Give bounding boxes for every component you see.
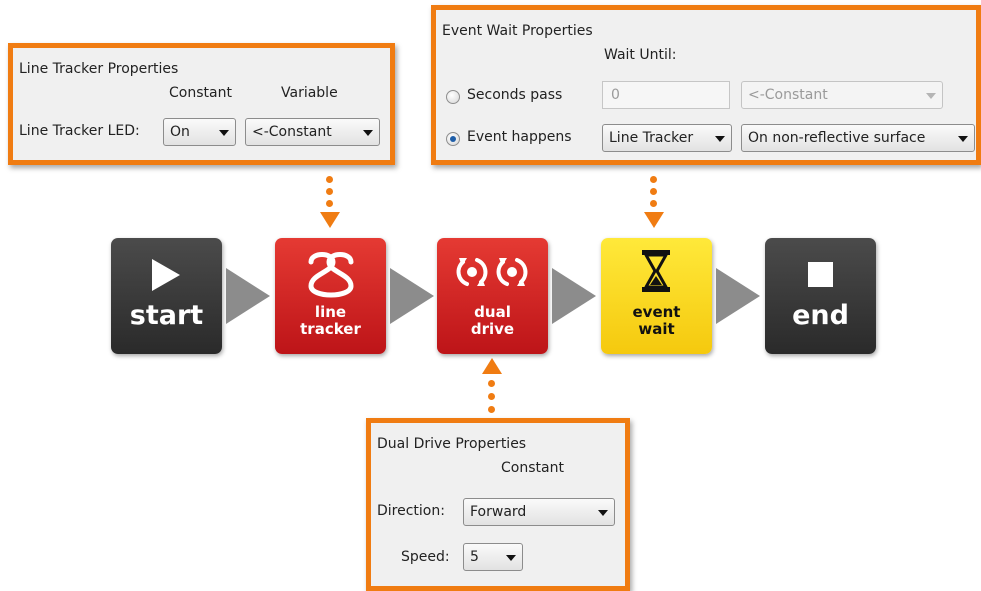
start-block[interactable]: start	[111, 238, 222, 354]
column-header-constant: Constant	[501, 460, 564, 476]
flow-connector	[226, 268, 270, 324]
panel-title: Line Tracker Properties	[19, 61, 179, 77]
callout-dot	[650, 176, 657, 183]
column-header-constant: Constant	[169, 85, 232, 101]
callout-arrow-icon	[482, 358, 502, 374]
event-wait-label-1: event	[632, 303, 681, 321]
callout-arrow-icon	[320, 212, 340, 228]
dual-drive-label-1: dual	[474, 303, 511, 321]
chevron-down-icon	[958, 136, 968, 142]
wait-until-label: Wait Until:	[604, 47, 677, 63]
chevron-down-icon	[219, 130, 229, 136]
event-source-value: Line Tracker	[609, 130, 694, 146]
callout-arrow-icon	[644, 212, 664, 228]
event-condition-dropdown[interactable]: On non-reflective surface	[741, 124, 975, 152]
event-happens-radio[interactable]	[446, 132, 460, 146]
callout-dot	[326, 200, 333, 207]
line-tracker-label-2: tracker	[300, 320, 361, 338]
start-label: start	[129, 300, 204, 331]
line-tracker-properties-panel: Line Tracker Properties Constant Variabl…	[8, 43, 395, 165]
speed-label: Speed:	[401, 549, 450, 565]
chevron-down-icon	[715, 136, 725, 142]
line-tracker-icon	[308, 252, 354, 298]
direction-value: Forward	[470, 504, 527, 520]
play-icon	[152, 259, 180, 291]
seconds-value: 0	[611, 87, 620, 103]
event-source-dropdown[interactable]: Line Tracker	[602, 124, 732, 152]
led-variable-value: <-Constant	[252, 124, 332, 140]
event-happens-label: Event happens	[467, 129, 572, 145]
flow-connector	[390, 268, 434, 324]
callout-dot	[488, 406, 495, 413]
speed-dropdown[interactable]: 5	[463, 543, 523, 571]
column-header-variable: Variable	[281, 85, 338, 101]
event-wait-block[interactable]: event wait	[601, 238, 712, 354]
chevron-down-icon	[926, 93, 936, 99]
dual-drive-block[interactable]: dual drive	[437, 238, 548, 354]
callout-dot	[650, 200, 657, 207]
seconds-variable-value: <-Constant	[748, 87, 828, 103]
seconds-input[interactable]: 0	[602, 81, 730, 109]
chevron-down-icon	[363, 130, 373, 136]
led-constant-value: On	[170, 124, 190, 140]
callout-dot	[326, 176, 333, 183]
led-variable-dropdown[interactable]: <-Constant	[245, 118, 380, 146]
line-tracker-block[interactable]: line tracker	[275, 238, 386, 354]
end-label: end	[792, 300, 849, 331]
line-tracker-label-1: line	[314, 303, 347, 321]
seconds-pass-label: Seconds pass	[467, 87, 563, 103]
flow-connector	[716, 268, 760, 324]
dual-drive-label-2: drive	[470, 320, 515, 338]
seconds-pass-radio[interactable]	[446, 90, 460, 104]
flow-connector	[552, 268, 596, 324]
led-constant-dropdown[interactable]: On	[163, 118, 236, 146]
direction-dropdown[interactable]: Forward	[463, 498, 615, 526]
panel-title: Event Wait Properties	[442, 23, 593, 39]
callout-dot	[326, 188, 333, 195]
speed-value: 5	[470, 549, 479, 565]
callout-dot	[488, 380, 495, 387]
end-block[interactable]: end	[765, 238, 876, 354]
stop-icon	[808, 262, 833, 287]
event-wait-label-2: wait	[638, 320, 675, 338]
chevron-down-icon	[598, 510, 608, 516]
dual-drive-properties-panel: Dual Drive Properties Constant Direction…	[366, 418, 630, 591]
seconds-variable-dropdown[interactable]: <-Constant	[741, 81, 943, 109]
callout-dot	[488, 393, 495, 400]
direction-label: Direction:	[377, 503, 445, 519]
chevron-down-icon	[506, 555, 516, 561]
event-wait-properties-panel: Event Wait Properties Wait Until: Second…	[431, 5, 981, 165]
callout-dot	[650, 188, 657, 195]
led-label: Line Tracker LED:	[19, 123, 140, 139]
event-condition-value: On non-reflective surface	[748, 130, 926, 146]
hourglass-icon	[642, 250, 670, 292]
panel-title: Dual Drive Properties	[377, 436, 527, 452]
dual-drive-icon	[456, 258, 528, 286]
